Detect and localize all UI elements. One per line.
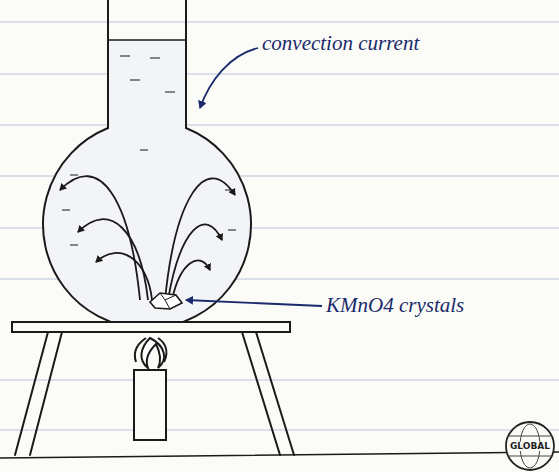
convection-arrows xyxy=(60,176,235,300)
round-bottom-flask xyxy=(43,0,251,328)
leader-line xyxy=(186,300,322,306)
crystals xyxy=(150,293,182,309)
leader-line xyxy=(200,48,258,108)
watermark-logo: GLOBAL xyxy=(509,442,551,451)
logo-circle xyxy=(506,422,554,470)
ruled-lines xyxy=(0,22,559,430)
callout-label: KMnO4 crystals xyxy=(324,294,466,317)
logo-globe xyxy=(508,424,552,468)
water-marks xyxy=(62,56,236,245)
callout-label: convection current xyxy=(260,32,421,55)
tripod-stand xyxy=(0,322,559,458)
burner xyxy=(134,338,166,440)
